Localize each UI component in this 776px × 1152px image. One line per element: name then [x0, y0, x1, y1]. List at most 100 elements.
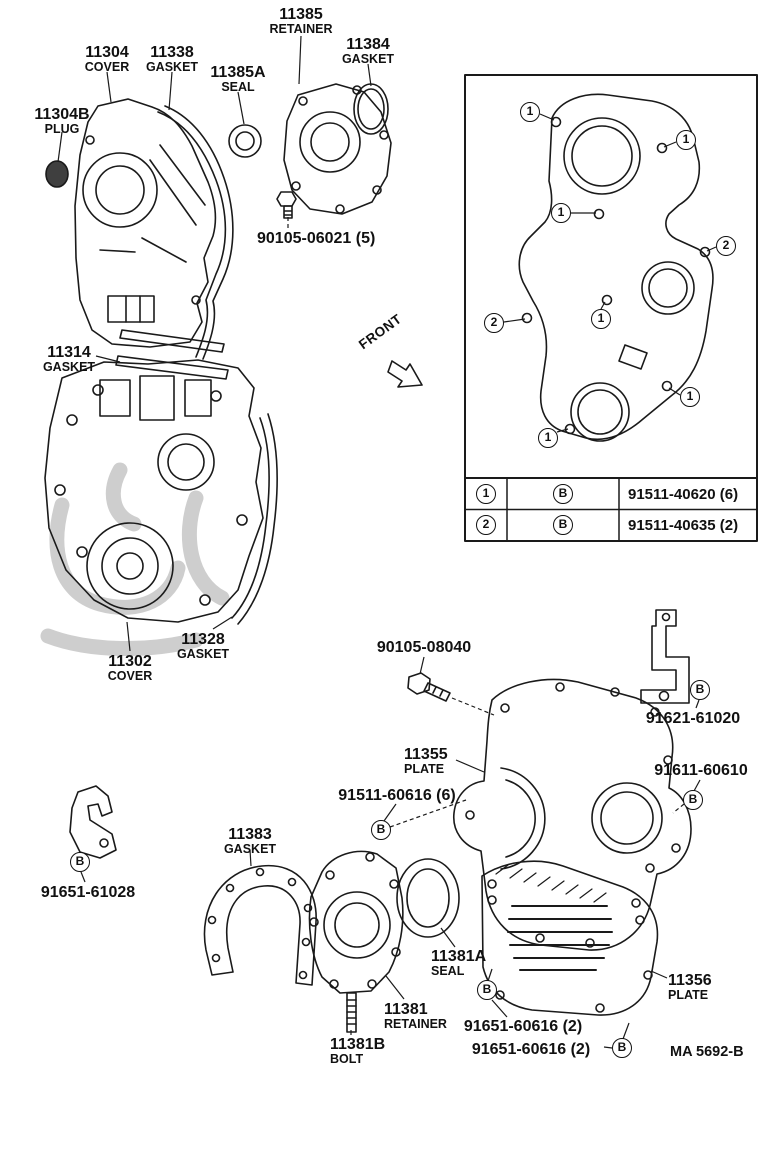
part-number: 11356 — [668, 972, 712, 989]
part-label-91611-60610: 91611-60610 — [654, 762, 747, 779]
leader-lines — [57, 35, 717, 1049]
dashed-leader-lines — [287, 217, 685, 828]
part-number: 11381A — [431, 948, 487, 965]
part-number: 11381 — [384, 1001, 428, 1018]
upper-cover-11304 — [74, 98, 217, 348]
part-number: 11304B — [34, 106, 90, 123]
seal-11381a — [396, 858, 460, 938]
part-label-91651-60616-b: 91651-60616 (2) — [472, 1041, 590, 1058]
gasket-11384 — [353, 83, 389, 135]
table-part-number: 91511-40635 (2) — [628, 517, 739, 534]
part-number: 11381B — [330, 1036, 386, 1053]
part-number: 91511-60616 (6) — [338, 787, 456, 804]
lower-cover-11302 — [44, 359, 264, 623]
part-number: 91621-61020 — [645, 710, 741, 727]
plate-11356 — [481, 860, 659, 1016]
part-desc: BOLT — [330, 1052, 364, 1067]
bracket-91651-61028 — [69, 785, 117, 859]
bolt-90105-06021 — [276, 191, 297, 219]
part-number: 11304 — [85, 44, 129, 61]
part-desc: GASKET — [145, 60, 199, 75]
part-label-91651-60616-a: 91651-60616 (2) — [464, 1018, 582, 1035]
bolt-callout-b-icon: B — [477, 980, 497, 1000]
inset-box-and-table-grid — [464, 74, 758, 542]
plate-11355 — [453, 678, 692, 951]
bolt-callout-b-icon: B — [371, 820, 391, 840]
part-number: 11383 — [228, 826, 272, 843]
seal-11385a — [228, 124, 262, 158]
callout-1-icon: 1 — [680, 387, 700, 407]
callout-1-icon: 1 — [551, 203, 571, 223]
retainer-11385 — [283, 83, 392, 215]
part-label-91511-60616: 91511-60616 (6) — [338, 787, 455, 804]
callout-2-icon: 2 — [484, 313, 504, 333]
bolt-callout-b-icon: B — [612, 1038, 632, 1058]
bolt-callout-b-icon: B — [690, 680, 710, 700]
callout-2-icon: 2 — [716, 236, 736, 256]
part-desc: GASKET — [341, 52, 395, 67]
part-desc: COVER — [107, 669, 153, 684]
retainer-11381 — [308, 850, 404, 994]
part-number: 11328 — [181, 631, 225, 648]
part-number: 91651-61028 — [40, 884, 136, 901]
table-ref-2-icon: 2 — [476, 515, 496, 535]
gasket-11328 — [231, 413, 278, 625]
gasket-11383 — [203, 864, 317, 986]
part-desc: RETAINER — [384, 1017, 447, 1032]
part-desc: PLATE — [668, 988, 709, 1003]
part-desc: PLUG — [44, 122, 80, 137]
part-desc: PLATE — [404, 762, 445, 777]
part-label-90105-06021: 90105-06021 (5) — [257, 230, 375, 247]
part-label-90105-08040: 90105-08040 — [377, 639, 471, 656]
part-number: 91611-60610 — [654, 762, 748, 779]
front-arrow-icon — [387, 360, 423, 388]
plug-11304b — [45, 160, 69, 188]
gasket-11338 — [157, 105, 234, 360]
part-number: 11338 — [150, 44, 194, 61]
part-desc: GASKET — [223, 842, 277, 857]
callout-1-icon: 1 — [676, 130, 696, 150]
part-number: 91651-60616 (2) — [463, 1018, 583, 1035]
page-code: MA 5692-B — [670, 1044, 744, 1060]
bracket-91621-61020 — [640, 609, 690, 704]
bolt-callout-b-icon: B — [70, 852, 90, 872]
part-number: 11385 — [279, 6, 323, 23]
callout-1-icon: 1 — [538, 428, 558, 448]
part-number: 11302 — [108, 653, 152, 670]
bolt-callout-b-icon: B — [683, 790, 703, 810]
table-ref-1-icon: 1 — [476, 484, 496, 504]
table-part-number: 91511-40620 (6) — [628, 486, 739, 503]
part-number: 11385A — [210, 64, 266, 81]
stud-11381b — [346, 992, 357, 1033]
callout-1-icon: 1 — [520, 102, 540, 122]
part-number: 11355 — [404, 746, 448, 763]
table-bolt-symbol-icon: B — [553, 484, 573, 504]
part-desc: RETAINER — [269, 22, 333, 37]
table-bolt-symbol-icon: B — [553, 515, 573, 535]
part-number: 90105-08040 — [376, 639, 472, 656]
watermark — [40, 462, 230, 657]
part-desc: SEAL — [221, 80, 255, 95]
part-label-91651-61028: 91651-61028 — [41, 884, 135, 901]
part-desc: GASKET — [42, 360, 96, 375]
part-number: 91651-60616 (2) — [471, 1041, 591, 1058]
part-number: 11384 — [346, 36, 390, 53]
part-label-91621-61020: 91621-61020 — [646, 710, 740, 727]
bolt-90105-08040 — [407, 672, 451, 702]
